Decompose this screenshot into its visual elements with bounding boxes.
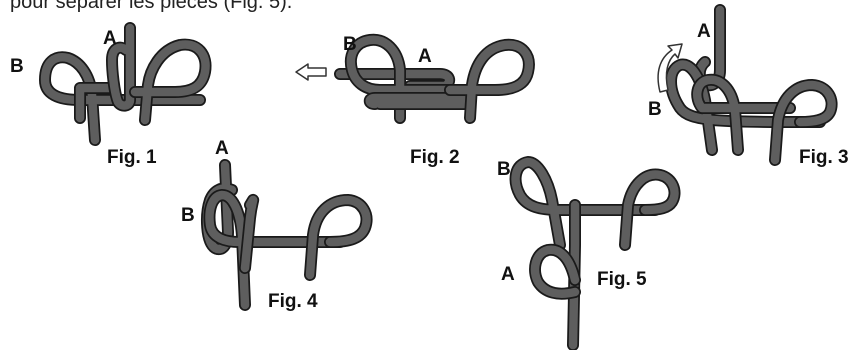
fig5-wire-b [509,156,681,251]
fig3-caption: Fig. 3 [799,147,849,168]
fig4-label-a: A [215,138,229,159]
fig3-wire [665,4,838,166]
fig1-wire-a [39,51,206,146]
fig1-caption: Fig. 1 [107,147,157,168]
fig3-label-a: A [697,21,711,42]
left-arrow-icon [295,63,327,81]
fig5-wire-a [529,199,581,350]
fig2-caption: Fig. 2 [410,147,460,168]
figure-4: A B Fig. 4 [181,138,373,312]
figure-1: A B Fig. 1 [10,22,212,168]
fig1-label-a: A [103,28,117,49]
fig1-wire-b [106,22,212,126]
fig5-label-a: A [501,264,515,285]
fig4-caption: Fig. 4 [268,291,318,312]
figure-5: B A Fig. 5 [497,156,681,350]
fig2-label-a: A [418,46,432,67]
fig4-wire [201,159,373,311]
fig1-label-b: B [10,56,24,77]
fig5-label-b: B [497,159,511,180]
fig4-label-b: B [181,205,195,226]
fig2-wire [334,33,535,124]
figure-3: A B Fig. 3 [648,4,849,168]
fig5-caption: Fig. 5 [597,269,647,290]
curved-up-arrow-icon [657,43,683,93]
figure-2: B A Fig. 2 [295,33,535,168]
fig2-label-b: B [343,34,357,55]
fig3-label-b: B [648,99,662,120]
header-text: pour séparer les pièces (Fig. 5). [10,0,293,13]
